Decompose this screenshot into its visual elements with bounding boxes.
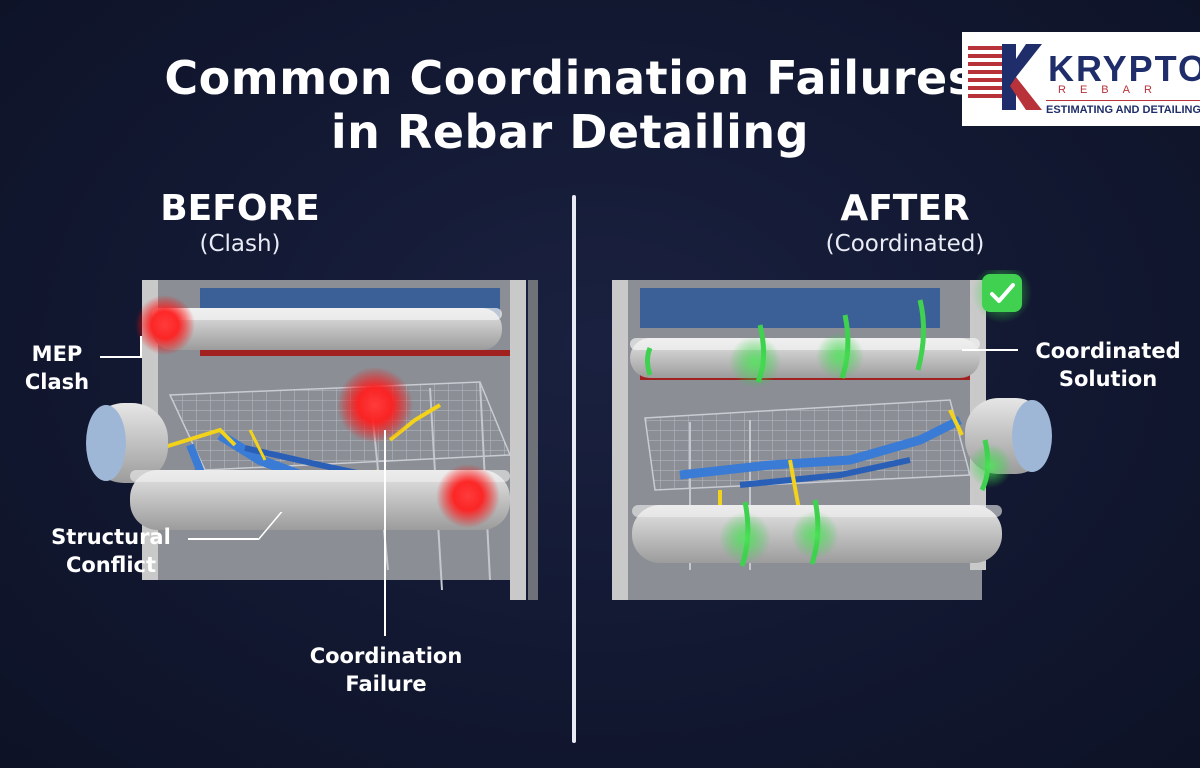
leader-coordination-v bbox=[384, 430, 386, 636]
bottom-slab-left bbox=[130, 470, 510, 530]
label-coordinated-solution: Coordinated Solution bbox=[1018, 337, 1198, 393]
clash-marker-coordination bbox=[337, 367, 413, 443]
center-divider bbox=[572, 195, 576, 743]
label-solution-line1: Coordinated bbox=[1035, 339, 1181, 363]
krypto-rebar-logo: KRYPTO REBAR ESTIMATING AND DETAILING SE bbox=[962, 32, 1200, 126]
before-subheading: (Clash) bbox=[199, 231, 281, 257]
label-structural-conflict: Structural Conflict bbox=[36, 523, 186, 579]
leader-structural-h bbox=[188, 538, 258, 540]
clash-markers bbox=[135, 295, 500, 528]
leader-solution-h bbox=[962, 349, 1018, 351]
page-title-line1: Common Coordination Failures bbox=[164, 51, 976, 105]
blue-beam bbox=[640, 288, 940, 328]
check-icon bbox=[990, 283, 1015, 303]
green-glows bbox=[719, 332, 1012, 564]
label-solution-line2: Solution bbox=[1058, 367, 1158, 391]
logo-sub-text: REBAR bbox=[1058, 84, 1166, 96]
after-heading-block: AFTER (Coordinated) bbox=[770, 188, 1040, 258]
leader-mep-v bbox=[140, 336, 142, 358]
top-pipe bbox=[152, 308, 502, 350]
clash-marker-mep bbox=[135, 295, 195, 355]
label-coordination-failure: Coordination Failure bbox=[296, 642, 476, 698]
after-heading: AFTER bbox=[840, 188, 970, 229]
after-coordinated-illustration bbox=[612, 270, 1052, 600]
left-cylinder bbox=[86, 403, 168, 483]
label-mep-line2: Clash bbox=[24, 370, 90, 394]
label-coordination-line2: Failure bbox=[345, 672, 427, 696]
blue-pipes-right bbox=[679, 415, 963, 488]
label-structural-line2: Conflict bbox=[65, 553, 157, 577]
label-coordination-line1: Coordination bbox=[309, 644, 463, 668]
page-title-line2: in Rebar Detailing bbox=[330, 105, 810, 159]
label-mep-line1: MEP bbox=[31, 342, 83, 366]
before-heading: BEFORE bbox=[160, 188, 320, 229]
label-structural-line1: Structural bbox=[51, 525, 171, 549]
clash-marker-structural bbox=[436, 464, 500, 528]
top-pipe bbox=[630, 338, 980, 378]
before-clash-illustration bbox=[86, 280, 538, 600]
leader-mep-h bbox=[100, 356, 140, 358]
label-mep-clash: MEP Clash bbox=[12, 340, 102, 396]
red-rebar-line bbox=[200, 350, 510, 356]
logo-tagline: ESTIMATING AND DETAILING SE bbox=[1046, 100, 1200, 119]
before-heading-block: BEFORE (Clash) bbox=[120, 188, 360, 258]
after-subheading: (Coordinated) bbox=[825, 231, 985, 257]
logo-k-mark-icon bbox=[1002, 44, 1042, 110]
check-badge bbox=[972, 270, 1032, 323]
logo-stripes bbox=[968, 46, 1014, 104]
logo-brand-text: KRYPTO bbox=[1048, 48, 1200, 89]
